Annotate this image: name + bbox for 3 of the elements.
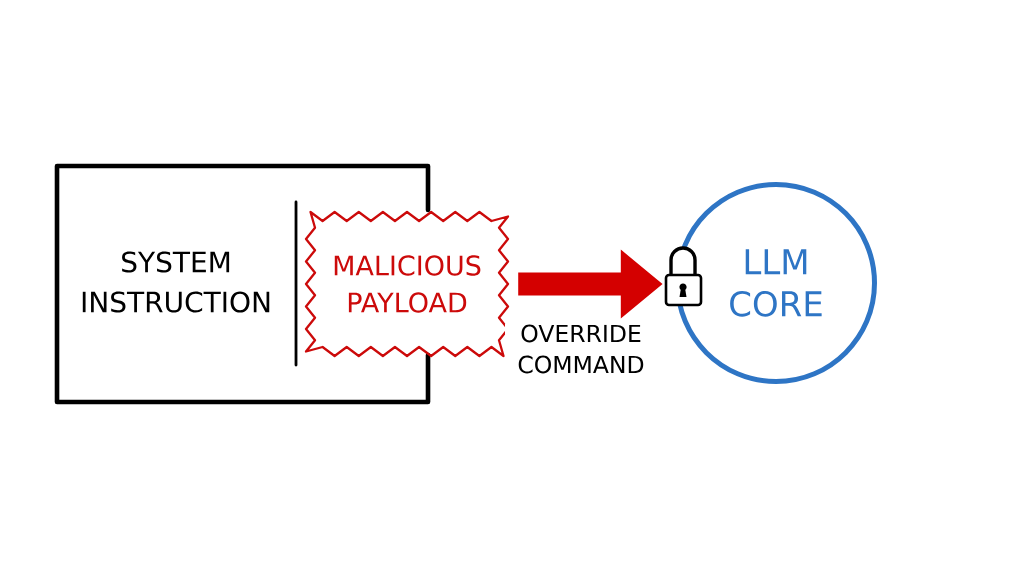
padlock-icon	[664, 246, 703, 307]
jagged-box: MALICIOUS PAYLOAD	[304, 210, 510, 358]
edge-label: OVERRIDE COMMAND	[505, 323, 657, 375]
